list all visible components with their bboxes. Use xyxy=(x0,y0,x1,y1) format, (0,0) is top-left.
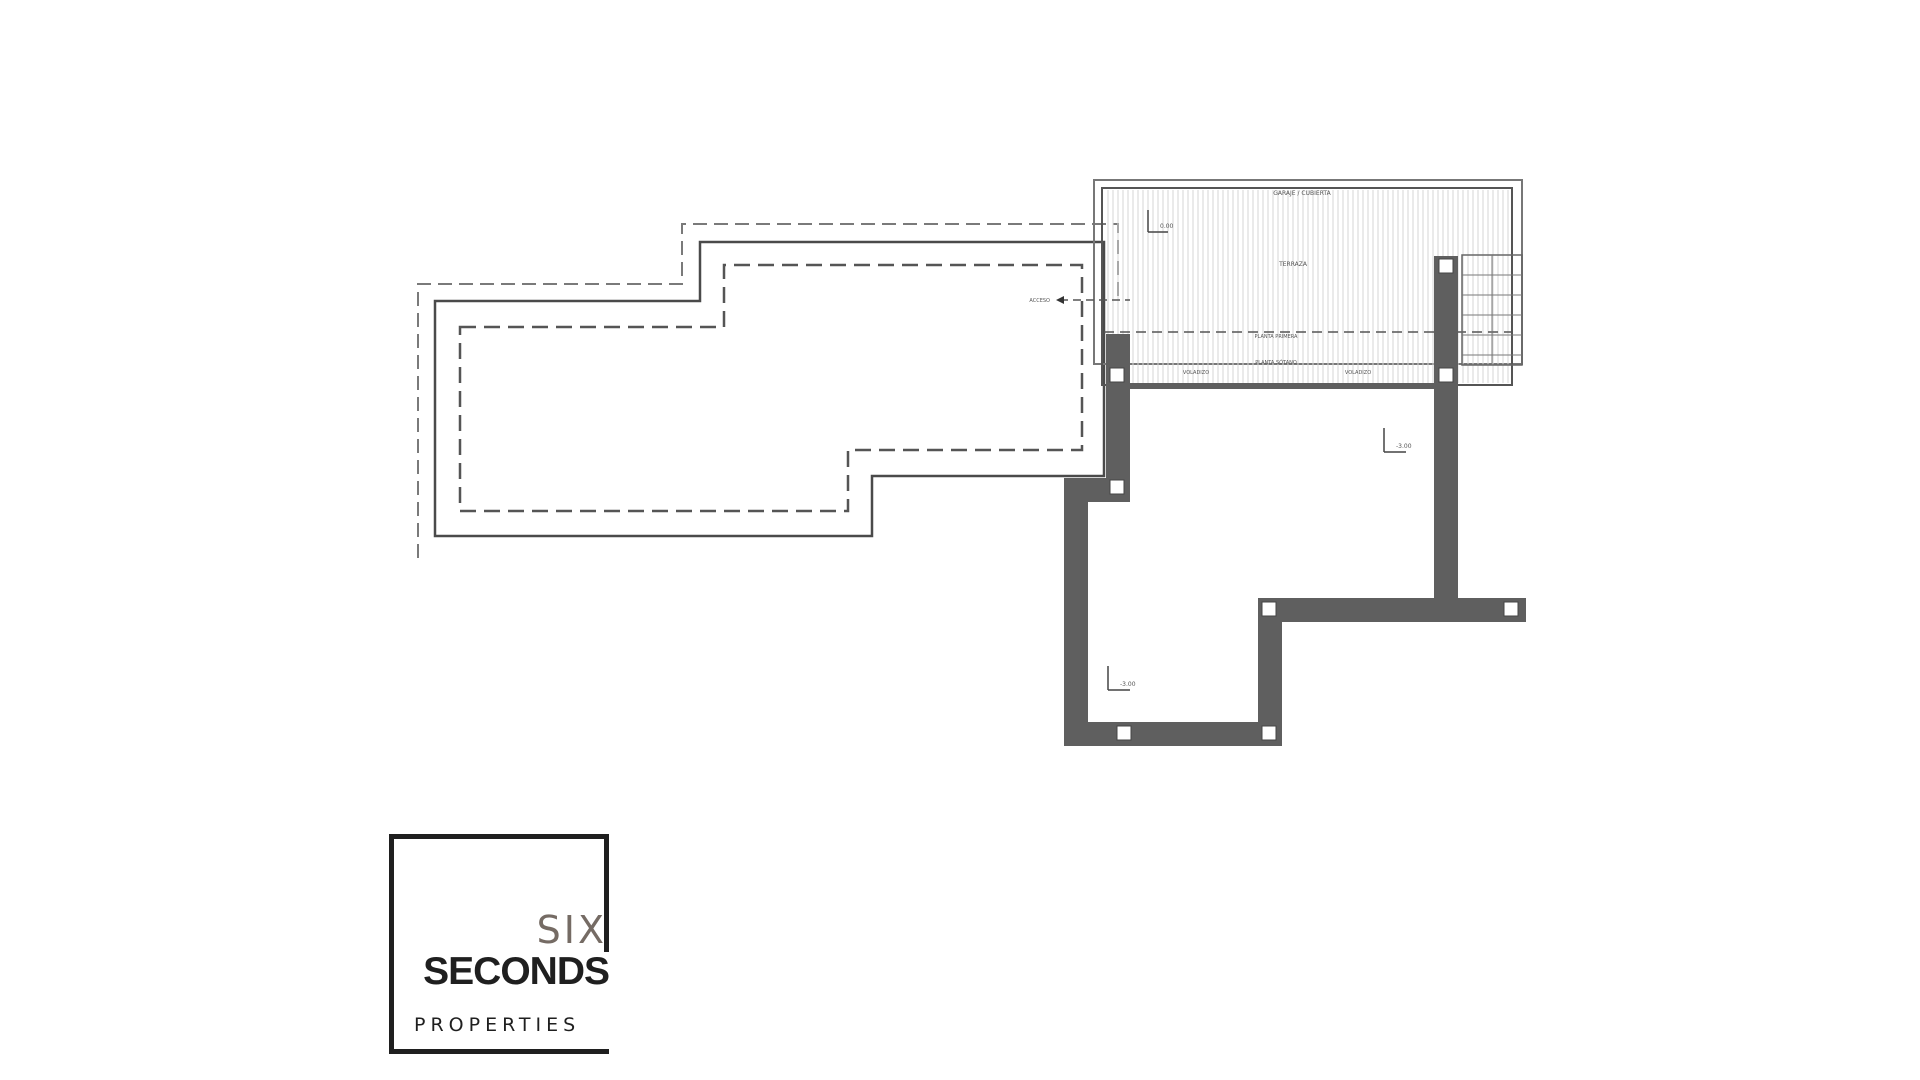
label-center-note: PLANTA SÓTANO xyxy=(1255,359,1297,366)
level-marker-top xyxy=(1147,210,1168,233)
basement-walls xyxy=(1064,256,1526,746)
label-access: ACCESO xyxy=(1029,298,1050,304)
slab-outline xyxy=(433,240,1106,538)
logo-frame-left xyxy=(389,834,394,1054)
logo-frame-right xyxy=(604,834,609,952)
logo-seconds: SECONDS xyxy=(423,950,610,993)
terrace-hatch xyxy=(1107,190,1509,383)
level-right-value: -3.00 xyxy=(1396,443,1412,450)
level-marker-bottom xyxy=(1107,666,1130,691)
dashed-outline-inner xyxy=(458,263,1084,513)
logo-properties: PROPERTIES xyxy=(414,1014,581,1036)
stairs xyxy=(1461,254,1523,366)
logo-six: SIX xyxy=(536,908,607,952)
six-seconds-logo: SIX SECONDS PROPERTIES xyxy=(389,834,610,1054)
level-marker-right xyxy=(1383,428,1406,453)
label-voladizo-right: VOLADIZO xyxy=(1345,370,1371,376)
level-top-value: 0.00 xyxy=(1160,223,1174,230)
label-top-band: GARAJE / CUBIERTA xyxy=(1273,190,1331,197)
label-voladizo-left: VOLADIZO xyxy=(1183,370,1209,376)
columns xyxy=(1109,258,1519,741)
logo-frame-bottom xyxy=(389,1049,609,1054)
level-bottom-value: -3.00 xyxy=(1120,681,1136,688)
access-arrow-head xyxy=(1056,296,1064,304)
logo-frame-top xyxy=(389,834,609,839)
label-terrace: TERRAZA xyxy=(1278,261,1308,268)
dashed-outline-outer xyxy=(417,223,1119,558)
label-mid: PLANTA PRIMERA xyxy=(1255,334,1298,340)
